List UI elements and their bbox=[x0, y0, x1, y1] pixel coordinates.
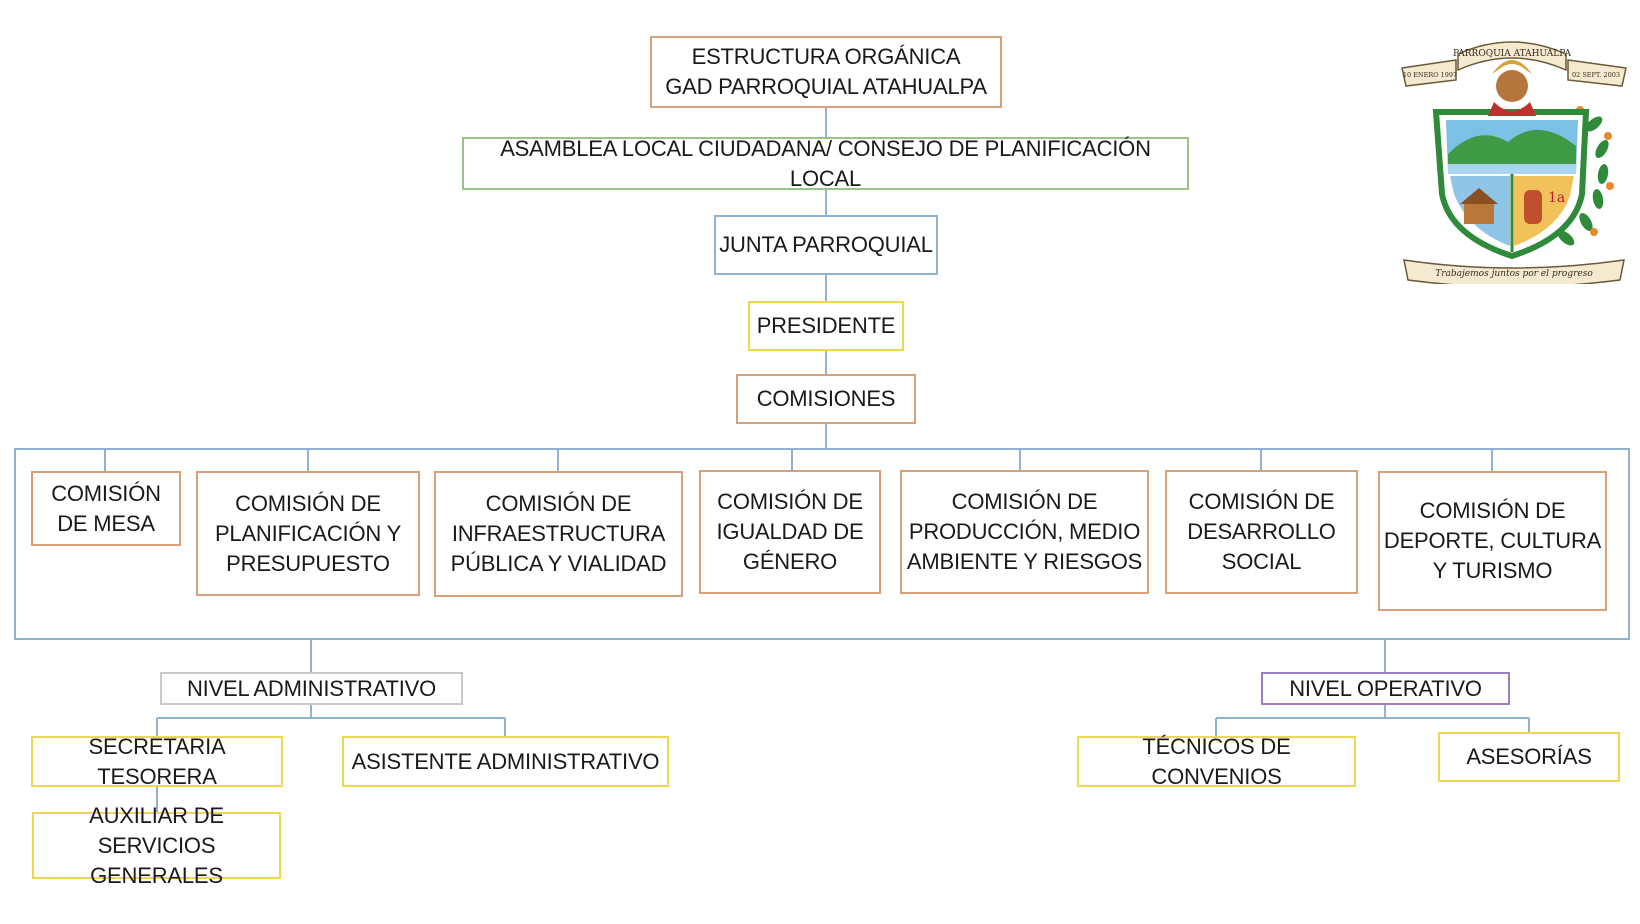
seal-motto: Trabajemos juntos por el progreso bbox=[1435, 269, 1593, 279]
junta-parroquial-box: JUNTA PARROQUIAL bbox=[714, 215, 938, 275]
coat-of-arms-emblem: 1a PARROQUIA ATAHUALPA 10 ENERO 1997 02 … bbox=[1401, 41, 1627, 288]
asesorias-box: ASESORÍAS bbox=[1438, 732, 1620, 782]
seal-left-date: 10 ENERO 1997 bbox=[1403, 71, 1457, 79]
auxiliar-servicios-box: AUXILIAR DE SERVICIOS GENERALES bbox=[32, 803, 281, 888]
comision-desarrollo-box: COMISIÓN DE DESARROLLO SOCIAL bbox=[1165, 470, 1358, 594]
asamblea-box: ASAMBLEA LOCAL CIUDADANA/ CONSEJO DE PLA… bbox=[462, 136, 1189, 191]
nivel-administrativo-box: NIVEL ADMINISTRATIVO bbox=[160, 672, 463, 705]
seal-title: PARROQUIA ATAHUALPA bbox=[1453, 49, 1571, 59]
tecnicos-convenios-box: TÉCNICOS DE CONVENIOS bbox=[1077, 734, 1356, 789]
parish-seal-logo: 1a PARROQUIA ATAHUALPA 10 ENERO 1997 02 … bbox=[1398, 24, 1630, 288]
nivel-operativo-box: NIVEL OPERATIVO bbox=[1261, 672, 1510, 705]
seal-right-date: 02 SEPT. 2003 bbox=[1572, 71, 1620, 79]
comision-igualdad-box: COMISIÓN DE IGUALDAD DE GÉNERO bbox=[699, 470, 881, 594]
comision-produccion-box: COMISIÓN DE PRODUCCIÓN, MEDIO AMBIENTE Y… bbox=[900, 470, 1149, 594]
comision-planificacion-box: COMISIÓN DE PLANIFICACIÓN Y PRESUPUESTO bbox=[196, 471, 420, 596]
seal-badge: 1a bbox=[1548, 190, 1565, 206]
comision-mesa-box: COMISIÓN DE MESA bbox=[31, 471, 181, 546]
presidente-box: PRESIDENTE bbox=[748, 301, 904, 351]
secretaria-tesorera-box: SECRETARIA TESORERA bbox=[31, 734, 283, 789]
asistente-administrativo-box: ASISTENTE ADMINISTRATIVO bbox=[342, 736, 669, 787]
comision-infraestructura-box: COMISIÓN DE INFRAESTRUCTURA PÚBLICA Y VI… bbox=[434, 471, 683, 597]
comision-deporte-box: COMISIÓN DE DEPORTE, CULTURA Y TURISMO bbox=[1378, 471, 1607, 611]
title-box: ESTRUCTURA ORGÁNICA GAD PARROQUIAL ATAHU… bbox=[650, 36, 1002, 108]
comisiones-box: COMISIONES bbox=[736, 374, 916, 424]
comisiones-group-frame bbox=[14, 448, 1630, 640]
